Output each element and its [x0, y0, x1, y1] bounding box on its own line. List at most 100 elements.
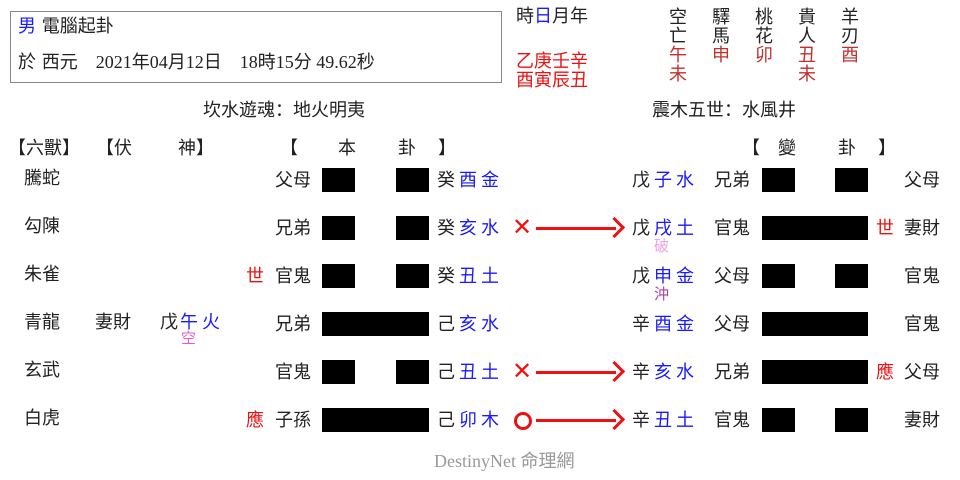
pillar-year-label: 年 [570, 6, 588, 27]
changed-line-relation: 兄弟 [714, 170, 750, 191]
main-yin-line-left [322, 264, 355, 288]
main-line-relation: 官鬼 [275, 362, 311, 383]
main-gua-header-close: 】 [438, 138, 456, 159]
six-beast-label: 白虎 [24, 408, 60, 429]
shensha-name-char: 人 [798, 26, 816, 47]
main-line-element: 金 [481, 170, 499, 191]
shensha-value: 未 [669, 64, 687, 85]
shensha-value: 卯 [755, 45, 773, 66]
main-line-stem: 癸 [437, 266, 455, 287]
moving-line-arrow: ✕ [512, 359, 626, 384]
gender-label: 男 [18, 16, 36, 37]
main-line-element: 水 [481, 218, 499, 239]
ying-marker: 應 [246, 410, 264, 431]
changed-line-element: 金 [676, 314, 694, 335]
shensha-value: 酉 [841, 45, 859, 66]
moving-yin-x-icon: ✕ [512, 213, 533, 241]
changed-line-relation: 父母 [714, 266, 750, 287]
main-line-branch: 丑 [459, 362, 477, 383]
shensha-name-char: 刃 [841, 26, 859, 47]
main-yin-line-right [396, 168, 429, 192]
changed-yin-line-right [835, 168, 868, 192]
changed-line-stem: 辛 [632, 410, 650, 431]
six-beast-label: 朱雀 [24, 264, 60, 285]
shi-marker: 世 [876, 218, 894, 239]
main-gua-header-1: 本 [338, 138, 356, 159]
shensha-name-char: 羊 [841, 7, 859, 28]
changed-yin-line-left [762, 408, 795, 432]
changed-line-right-relation: 妻財 [904, 410, 940, 431]
divination-info-box [10, 11, 502, 83]
hidden-spirit-header-open: 【伏 [96, 138, 132, 159]
arrow-right-icon [603, 360, 626, 383]
footer-brand: DestinyNet 命理網 [434, 452, 574, 471]
changed-yang-line [762, 312, 868, 336]
arrow-right-icon [603, 216, 626, 239]
changed-yin-line-right [835, 408, 868, 432]
changed-line-element: 土 [676, 410, 694, 431]
main-yang-line [322, 408, 429, 432]
main-line-branch: 丑 [459, 266, 477, 287]
main-line-element: 木 [481, 410, 499, 431]
hidden-spirit-stem: 戊 [160, 312, 178, 333]
changed-yin-line-left [762, 168, 795, 192]
pillar-branches: 酉寅辰丑 [516, 70, 588, 91]
shensha-name-char: 桃 [755, 7, 773, 28]
main-yin-line-left [322, 216, 355, 240]
pillar-header: 時日月年 [516, 8, 588, 26]
main-line-branch: 卯 [459, 410, 477, 431]
main-yang-line [322, 312, 429, 336]
changed-line-branch: 戌 [654, 218, 672, 239]
clash-marker: 沖 [654, 285, 670, 303]
main-yin-line-right [396, 360, 429, 384]
changed-line-stem: 辛 [632, 362, 650, 383]
changed-yin-line-right [835, 264, 868, 288]
changed-gua-header-1: 變 [778, 138, 796, 159]
hidden-spirit-branch: 午 [180, 312, 198, 333]
changed-line-right-relation: 父母 [904, 170, 940, 191]
main-yin-line-right [396, 216, 429, 240]
changed-line-relation: 兄弟 [714, 362, 750, 383]
changed-line-right-relation: 官鬼 [904, 314, 940, 335]
changed-line-stem: 戊 [632, 170, 650, 191]
changed-line-relation: 父母 [714, 314, 750, 335]
main-line-branch: 酉 [459, 170, 477, 191]
main-gua-header-2: 卦 [398, 138, 416, 159]
shensha-column: 貴人丑未 [796, 8, 818, 84]
pillar-hour-label: 時 [516, 6, 534, 27]
six-beast-label: 玄武 [24, 360, 60, 381]
method-label: 電腦起卦 [41, 16, 114, 37]
changed-line-relation: 官鬼 [714, 410, 750, 431]
changed-line-branch: 丑 [654, 410, 672, 431]
main-line-relation: 官鬼 [275, 266, 311, 287]
shensha-value: 未 [798, 64, 816, 85]
main-yin-line-left [322, 168, 355, 192]
shensha-column: 空亡午未 [667, 8, 689, 84]
main-line-element: 水 [481, 314, 499, 335]
main-line-branch: 亥 [459, 218, 477, 239]
main-line-branch: 亥 [459, 314, 477, 335]
shensha-name-char: 貴 [798, 7, 816, 28]
shensha-name-char: 驛 [712, 7, 730, 28]
divination-datetime-line: 於 西元 2021年04月12日 18時15分 49.62秒 [18, 53, 375, 72]
void-marker: 空 [181, 329, 197, 347]
changed-line-right-relation: 官鬼 [904, 266, 940, 287]
changed-line-branch: 子 [654, 170, 672, 191]
six-beast-label: 青龍 [24, 312, 60, 333]
changed-gua-header-2: 卦 [838, 138, 856, 159]
changed-line-branch: 申 [654, 266, 672, 287]
pillar-month-label: 月 [552, 6, 570, 27]
main-line-relation: 兄弟 [275, 314, 311, 335]
changed-line-branch: 酉 [654, 314, 672, 335]
shi-marker: 世 [246, 266, 264, 287]
main-line-element: 土 [481, 266, 499, 287]
six-beast-label: 騰蛇 [24, 168, 60, 189]
changed-gua-name: 震木五世：水風井 [652, 100, 796, 121]
main-line-relation: 父母 [275, 170, 311, 191]
changed-line-element: 水 [676, 362, 694, 383]
six-beast-label: 勾陳 [24, 216, 60, 237]
shensha-value: 午 [669, 45, 687, 66]
arrow-shaft [536, 227, 616, 230]
hidden-spirit-relation: 妻財 [95, 312, 131, 333]
changed-line-branch: 亥 [654, 362, 672, 383]
